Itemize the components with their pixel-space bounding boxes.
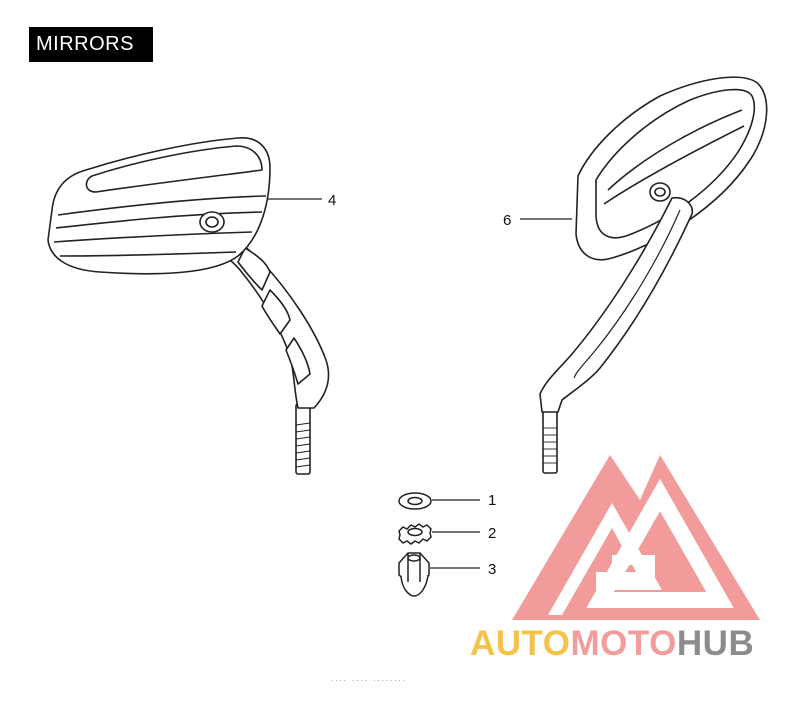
arm-slot-1 — [237, 247, 271, 291]
mirror-right-item-6 — [539, 76, 768, 474]
watermark-part-hub: HUB — [677, 624, 754, 663]
mirror-left-item-4 — [47, 137, 330, 475]
face-line-2 — [603, 125, 745, 205]
logo-g-cutout — [612, 555, 655, 583]
mirror-right-arm — [539, 196, 694, 413]
diagram-title: MIRRORS — [29, 27, 153, 62]
housing-line-1 — [57, 195, 267, 216]
logo-inner-cutout — [586, 478, 734, 608]
housing-line-2 — [55, 211, 263, 229]
arm-slot-3 — [285, 337, 311, 385]
watermark-text: AUTOMOTOHUB — [470, 624, 754, 663]
watermark-part-auto: AUTO — [470, 624, 571, 663]
washer-item-1 — [398, 492, 432, 510]
housing-line-4 — [59, 251, 237, 257]
callout-1: 1 — [488, 492, 496, 509]
face-line-1 — [607, 109, 743, 191]
callout-2: 2 — [488, 525, 496, 542]
callout-6: 6 — [503, 212, 511, 229]
arm-slot-2 — [261, 289, 291, 335]
mirror-right-face — [595, 88, 756, 239]
acorn-nut-item-3 — [398, 552, 430, 597]
housing-line-3 — [53, 231, 253, 243]
lock-washer-item-2 — [398, 523, 432, 545]
mirror-right-pivot-inner — [654, 187, 666, 197]
arm-groove — [573, 209, 681, 379]
mirror-left-top-face — [85, 145, 263, 193]
leader-lines — [268, 198, 572, 569]
mirror-left-pivot-inner — [205, 216, 219, 228]
watermark-part-moto: MOTO — [571, 624, 677, 663]
callout-4: 4 — [328, 192, 336, 209]
callout-3: 3 — [488, 561, 496, 578]
watermark-logo — [512, 455, 760, 620]
diagram-footer-id: ···· ···· ········ — [330, 677, 406, 685]
